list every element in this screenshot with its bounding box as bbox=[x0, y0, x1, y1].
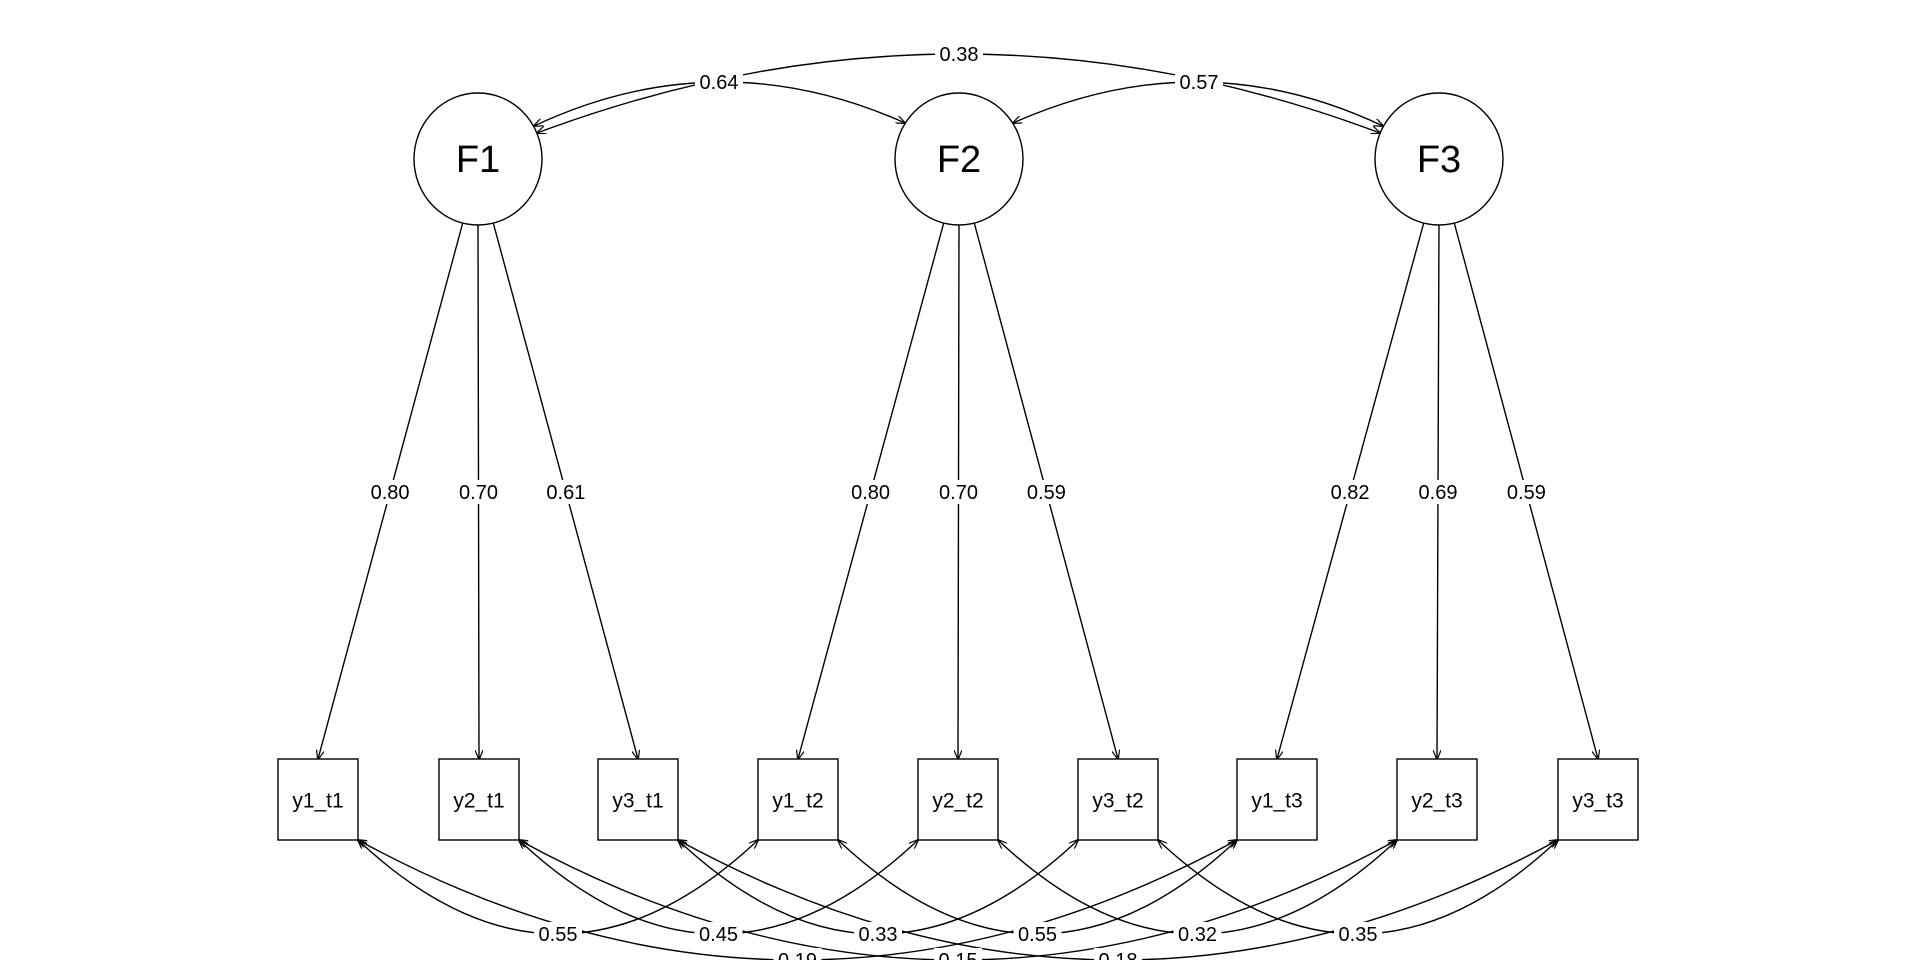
label-bg bbox=[368, 480, 413, 504]
observed-box bbox=[1236, 758, 1318, 841]
label-bg bbox=[695, 70, 743, 94]
loading-label: 0.61 bbox=[546, 482, 585, 504]
observed-box bbox=[917, 758, 999, 841]
loading-label: 0.59 bbox=[1507, 482, 1546, 504]
residual-covariance-label: 0.32 bbox=[1178, 924, 1217, 946]
observed-box bbox=[277, 758, 359, 841]
label-bg bbox=[1415, 480, 1460, 504]
observed-node-y3_t3: y3_t3 bbox=[1557, 758, 1639, 841]
label-bg bbox=[854, 922, 902, 946]
label-bg bbox=[1504, 480, 1549, 504]
observed-box bbox=[1396, 758, 1478, 841]
residual-covariance-arrow bbox=[358, 840, 1237, 960]
residual-covariance-label: 0.55 bbox=[539, 924, 578, 946]
loading-label: 0.70 bbox=[459, 482, 498, 504]
observed-label: y2_t2 bbox=[932, 790, 983, 813]
loading-label: 0.70 bbox=[939, 482, 978, 504]
label-bg bbox=[1013, 922, 1062, 946]
observed-label: y2_t1 bbox=[453, 790, 504, 813]
latent-label: F2 bbox=[937, 139, 981, 181]
observed-box bbox=[597, 758, 679, 841]
observed-label: y3_t1 bbox=[612, 790, 663, 813]
latent-circle bbox=[1374, 92, 1504, 226]
residual-covariance-arrow bbox=[998, 840, 1397, 935]
residual-covariance-arrow bbox=[678, 840, 1078, 935]
residual-covariance-arrow bbox=[678, 840, 1558, 960]
label-bg bbox=[935, 42, 983, 66]
latent-node-F2: F2 bbox=[894, 92, 1024, 226]
label-bg bbox=[543, 480, 588, 504]
latent-covariance-label: 0.57 bbox=[1180, 72, 1219, 94]
latent-circle bbox=[413, 92, 543, 226]
residual-covariance-arrow bbox=[519, 840, 1397, 960]
observed-box bbox=[438, 758, 520, 841]
observed-label: y1_t2 bbox=[772, 790, 823, 813]
label-bg bbox=[936, 480, 981, 504]
observed-label: y3_t2 bbox=[1092, 790, 1143, 813]
loading-label: 0.80 bbox=[851, 482, 890, 504]
residual-covariance-label: 0.15 bbox=[939, 950, 978, 960]
loading-label: 0.82 bbox=[1331, 482, 1370, 504]
observed-node-y1_t1: y1_t1 bbox=[277, 758, 359, 841]
loading-label: 0.59 bbox=[1027, 482, 1066, 504]
observed-box bbox=[1557, 758, 1639, 841]
latent-node-F1: F1 bbox=[413, 92, 543, 226]
label-bg bbox=[1175, 70, 1223, 94]
observed-box bbox=[1077, 758, 1159, 841]
observed-label: y3_t3 bbox=[1572, 790, 1623, 813]
observed-label: y1_t1 bbox=[292, 790, 343, 813]
residual-covariance-arrow bbox=[1158, 840, 1558, 935]
loading-label: 0.69 bbox=[1419, 482, 1458, 504]
latent-circle bbox=[894, 92, 1024, 226]
latent-node-F3: F3 bbox=[1374, 92, 1504, 226]
residual-covariance-arrow bbox=[358, 840, 758, 935]
observed-node-y2_t2: y2_t2 bbox=[917, 758, 999, 841]
label-bg bbox=[1024, 480, 1069, 504]
latent-label: F1 bbox=[456, 139, 500, 181]
latent-covariance-label: 0.38 bbox=[940, 44, 979, 66]
residual-covariance-label: 0.55 bbox=[1018, 924, 1057, 946]
observed-node-y3_t2: y3_t2 bbox=[1077, 758, 1159, 841]
observed-label: y2_t3 bbox=[1411, 790, 1462, 813]
label-bg bbox=[456, 480, 501, 504]
observed-label: y1_t3 bbox=[1251, 790, 1302, 813]
residual-covariance-label: 0.35 bbox=[1339, 924, 1378, 946]
observed-node-y2_t3: y2_t3 bbox=[1396, 758, 1478, 841]
label-bg bbox=[694, 922, 743, 946]
observed-node-y2_t1: y2_t1 bbox=[438, 758, 520, 841]
label-bg bbox=[534, 922, 582, 946]
residual-covariance-label: 0.19 bbox=[778, 950, 817, 960]
latent-label: F3 bbox=[1417, 139, 1461, 181]
label-bg bbox=[1094, 948, 1142, 960]
label-bg bbox=[848, 480, 893, 504]
observed-node-y1_t3: y1_t3 bbox=[1236, 758, 1318, 841]
residual-covariance-label: 0.18 bbox=[1099, 950, 1138, 960]
residual-covariance-label: 0.33 bbox=[859, 924, 898, 946]
observed-box bbox=[757, 758, 839, 841]
observed-node-y3_t1: y3_t1 bbox=[597, 758, 679, 841]
latent-covariance-label: 0.64 bbox=[700, 72, 739, 94]
observed-node-y1_t2: y1_t2 bbox=[757, 758, 839, 841]
residual-covariance-label: 0.45 bbox=[699, 924, 738, 946]
loading-label: 0.80 bbox=[371, 482, 410, 504]
residual-covariance-arrow bbox=[519, 840, 918, 935]
residual-covariance-arrow bbox=[838, 840, 1237, 935]
label-bg bbox=[934, 948, 982, 960]
label-bg bbox=[1173, 922, 1222, 946]
label-bg bbox=[773, 948, 822, 960]
label-bg bbox=[1334, 922, 1382, 946]
label-bg bbox=[1328, 480, 1373, 504]
